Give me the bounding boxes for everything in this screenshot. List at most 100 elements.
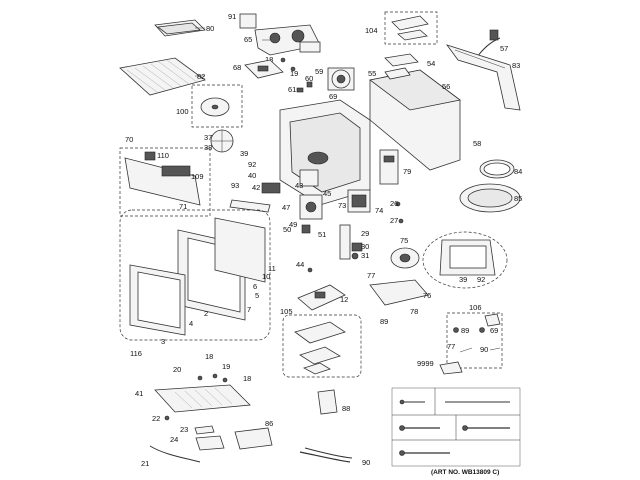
part-42 [261, 182, 281, 194]
label-60: 60 [305, 74, 313, 83]
part-21-lamp-cover [234, 427, 273, 450]
label-39-right: 39 [459, 275, 467, 284]
screw-116c [222, 377, 228, 383]
label-11: 11 [268, 264, 276, 273]
label-18-right: 18 [243, 374, 251, 383]
label-57: 57 [500, 44, 508, 53]
label-101: 116 [130, 349, 142, 358]
label-6: 6 [253, 282, 257, 291]
label-4: 4 [189, 319, 193, 328]
label-83: 83 [512, 61, 520, 70]
screw-18-top [280, 57, 286, 63]
label-106: 106 [469, 303, 482, 312]
part-54-bracket [384, 53, 419, 67]
hardware-table [391, 387, 521, 467]
label-65: 65 [244, 35, 252, 44]
label-79: 79 [403, 167, 411, 176]
label-61: 61 [288, 85, 296, 94]
hardware-screws [399, 399, 510, 456]
part-23 [195, 435, 225, 451]
hardware-77 [459, 347, 473, 353]
screw-41 [164, 415, 170, 421]
label-43: 43 [295, 181, 303, 190]
label-38: 38 [204, 143, 212, 152]
label-47: 47 [282, 203, 290, 212]
label-56: 56 [442, 82, 450, 91]
label-40: 40 [248, 171, 256, 180]
label-71: 71 [179, 202, 187, 211]
art-number: (ART NO. WB13809 C) [431, 469, 499, 476]
part-61 [296, 87, 304, 93]
label-50: 50 [283, 225, 291, 234]
label-hw-69: 69 [490, 326, 498, 335]
label-31: 31 [361, 251, 369, 260]
label-92-left: 92 [248, 160, 256, 169]
part-22 [194, 425, 215, 435]
label-92-right: 92 [477, 275, 485, 284]
screw-19-top [290, 66, 296, 72]
label-18-bottom: 18 [205, 352, 213, 361]
label-2: 2 [204, 309, 208, 318]
part-88-harness [299, 447, 353, 463]
label-82: 82 [197, 72, 205, 81]
label-84: 84 [514, 167, 522, 176]
label-3: 3 [161, 337, 165, 346]
part-104-damper [391, 15, 429, 41]
group-latch-circle [422, 231, 508, 289]
label-91: 91 [228, 12, 236, 21]
part-oven-cavity [279, 99, 371, 206]
part-58-outer-case [369, 67, 461, 171]
part-86-card [439, 361, 463, 375]
label-37: 37 [204, 133, 212, 142]
label-74: 74 [375, 206, 383, 215]
part-37-38-stirrer-blade [210, 129, 234, 153]
part-49 [301, 224, 311, 234]
label-hw-89: 89 [461, 326, 469, 335]
group-101-box [119, 209, 271, 341]
label-93: 93 [231, 181, 239, 190]
part-75-fan-motor [390, 247, 420, 269]
label-110: 110 [157, 151, 169, 160]
part-latch-frame [439, 239, 496, 276]
label-73: 73 [338, 201, 346, 210]
part-80-filter [154, 19, 206, 37]
label-54: 54 [427, 59, 435, 68]
label-hw-90: 90 [480, 345, 488, 354]
label-49: 49 [289, 220, 297, 229]
part-29-31-hv-assembly [339, 224, 363, 260]
label-26: 26 [390, 199, 398, 208]
part-76-base [369, 279, 429, 306]
label-88: 90 [362, 458, 370, 467]
label-42: 42 [252, 183, 260, 192]
group-106-box [446, 312, 503, 369]
group-105-box [282, 314, 362, 378]
label-109: 109 [191, 172, 204, 181]
label-23: 24 [170, 435, 178, 444]
label-78: 89 [380, 317, 388, 326]
part-68-plate [244, 59, 284, 79]
label-59: 59 [315, 67, 323, 76]
label-21: 86 [265, 419, 273, 428]
screw-116b [212, 373, 218, 379]
group-100-box [191, 84, 243, 128]
label-76: 76 [423, 291, 431, 300]
screw-116a [197, 375, 203, 381]
label-20: 41 [135, 389, 143, 398]
label-45: 45 [323, 189, 331, 198]
label-10: 10 [262, 272, 270, 281]
label-89: 78 [410, 307, 418, 316]
label-70: 70 [125, 135, 133, 144]
label-39: 39 [240, 149, 248, 158]
part-82-grease-filter [119, 57, 206, 96]
part-60 [306, 81, 313, 88]
label-44: 44 [296, 260, 304, 269]
label-7: 7 [247, 305, 251, 314]
label-80: 80 [206, 24, 214, 33]
group-70-box [119, 147, 211, 217]
label-105: 105 [280, 307, 293, 316]
label-19-top: 19 [290, 69, 298, 78]
label-116: 20 [173, 365, 181, 374]
label-24: 21 [141, 459, 149, 468]
label-27: 27 [390, 216, 398, 225]
